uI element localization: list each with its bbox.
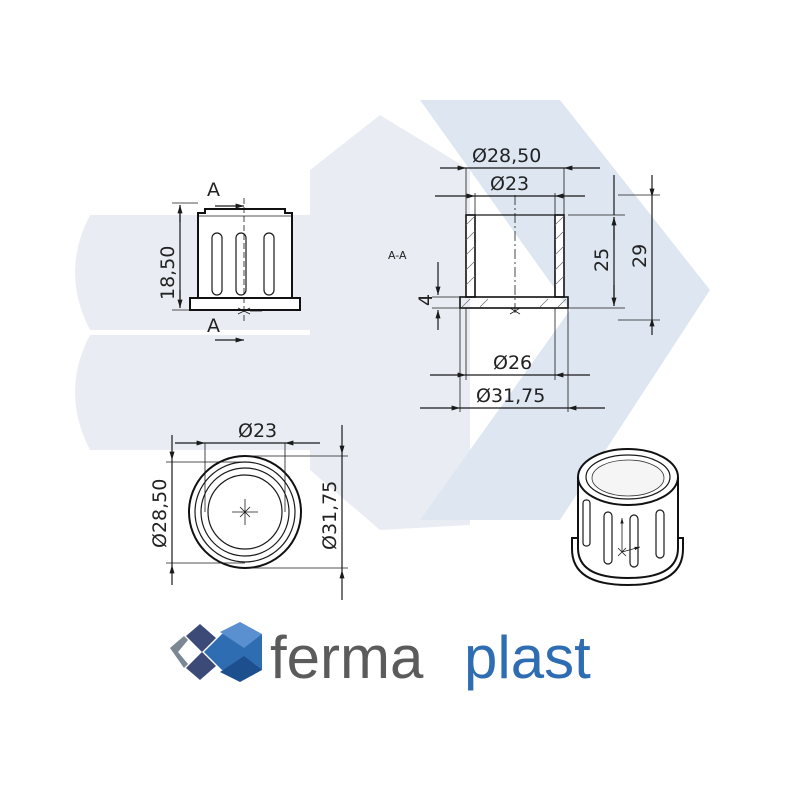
top-view: Ø23 Ø28,50 Ø31,75 [149, 420, 348, 600]
section-wall-right [554, 214, 565, 298]
section-hatch [461, 215, 567, 308]
front-slot-1 [211, 232, 223, 296]
front-center-mark [237, 307, 251, 315]
section-label: A-A [388, 249, 407, 262]
iso-axis-x [621, 546, 641, 553]
logo-mark-icon [170, 622, 262, 682]
logo-word-ferma: ferma [270, 624, 424, 691]
watermark-shapes [75, 100, 710, 530]
iso-slot-1 [582, 499, 591, 547]
section-marker-bottom: A [207, 315, 220, 337]
logo-word-plast: plast [464, 624, 591, 691]
section-marker-top: A [207, 179, 220, 201]
iso-slot-4 [655, 509, 665, 559]
brand-logo: ferma plast [170, 622, 591, 691]
watermark-center [310, 115, 470, 530]
dim-top-outer: Ø28,50 [472, 145, 541, 167]
iso-slot-3 [629, 514, 639, 568]
isometric-view [571, 448, 684, 587]
front-height-dim: 18,50 [157, 246, 179, 300]
dim-bottom-inner: Ø26 [493, 352, 532, 374]
iso-top-inner [585, 454, 671, 500]
dim-top-inner: Ø23 [490, 173, 529, 195]
iso-slot-2 [603, 511, 613, 565]
section-view: Ø28,50 Ø23 25 29 4 Ø26 [415, 145, 660, 412]
left-dim: Ø28,50 [149, 479, 171, 548]
dim-height-inner: 25 [591, 248, 613, 272]
front-view: A A 18,50 [157, 179, 301, 343]
iso-body [577, 477, 679, 580]
dim-bottom-outer: Ø31,75 [476, 385, 545, 407]
top-dim: Ø23 [238, 420, 277, 442]
iso-hole [591, 459, 665, 497]
section-center-mark [509, 307, 521, 315]
right-dim: Ø31,75 [319, 481, 341, 550]
iso-origin-mark [617, 547, 627, 557]
section-flange [459, 296, 569, 309]
front-slot-2 [235, 232, 247, 296]
front-flange [189, 297, 301, 311]
front-slot-3 [263, 232, 275, 296]
top-inner-circle [207, 474, 283, 550]
dim-height-total: 29 [629, 244, 651, 268]
top-wall-circle [200, 467, 290, 557]
section-wall-left [465, 214, 476, 298]
watermark-left-bottom [75, 335, 330, 450]
watermark-arrow [420, 100, 710, 520]
dim-flange: 4 [415, 294, 437, 306]
